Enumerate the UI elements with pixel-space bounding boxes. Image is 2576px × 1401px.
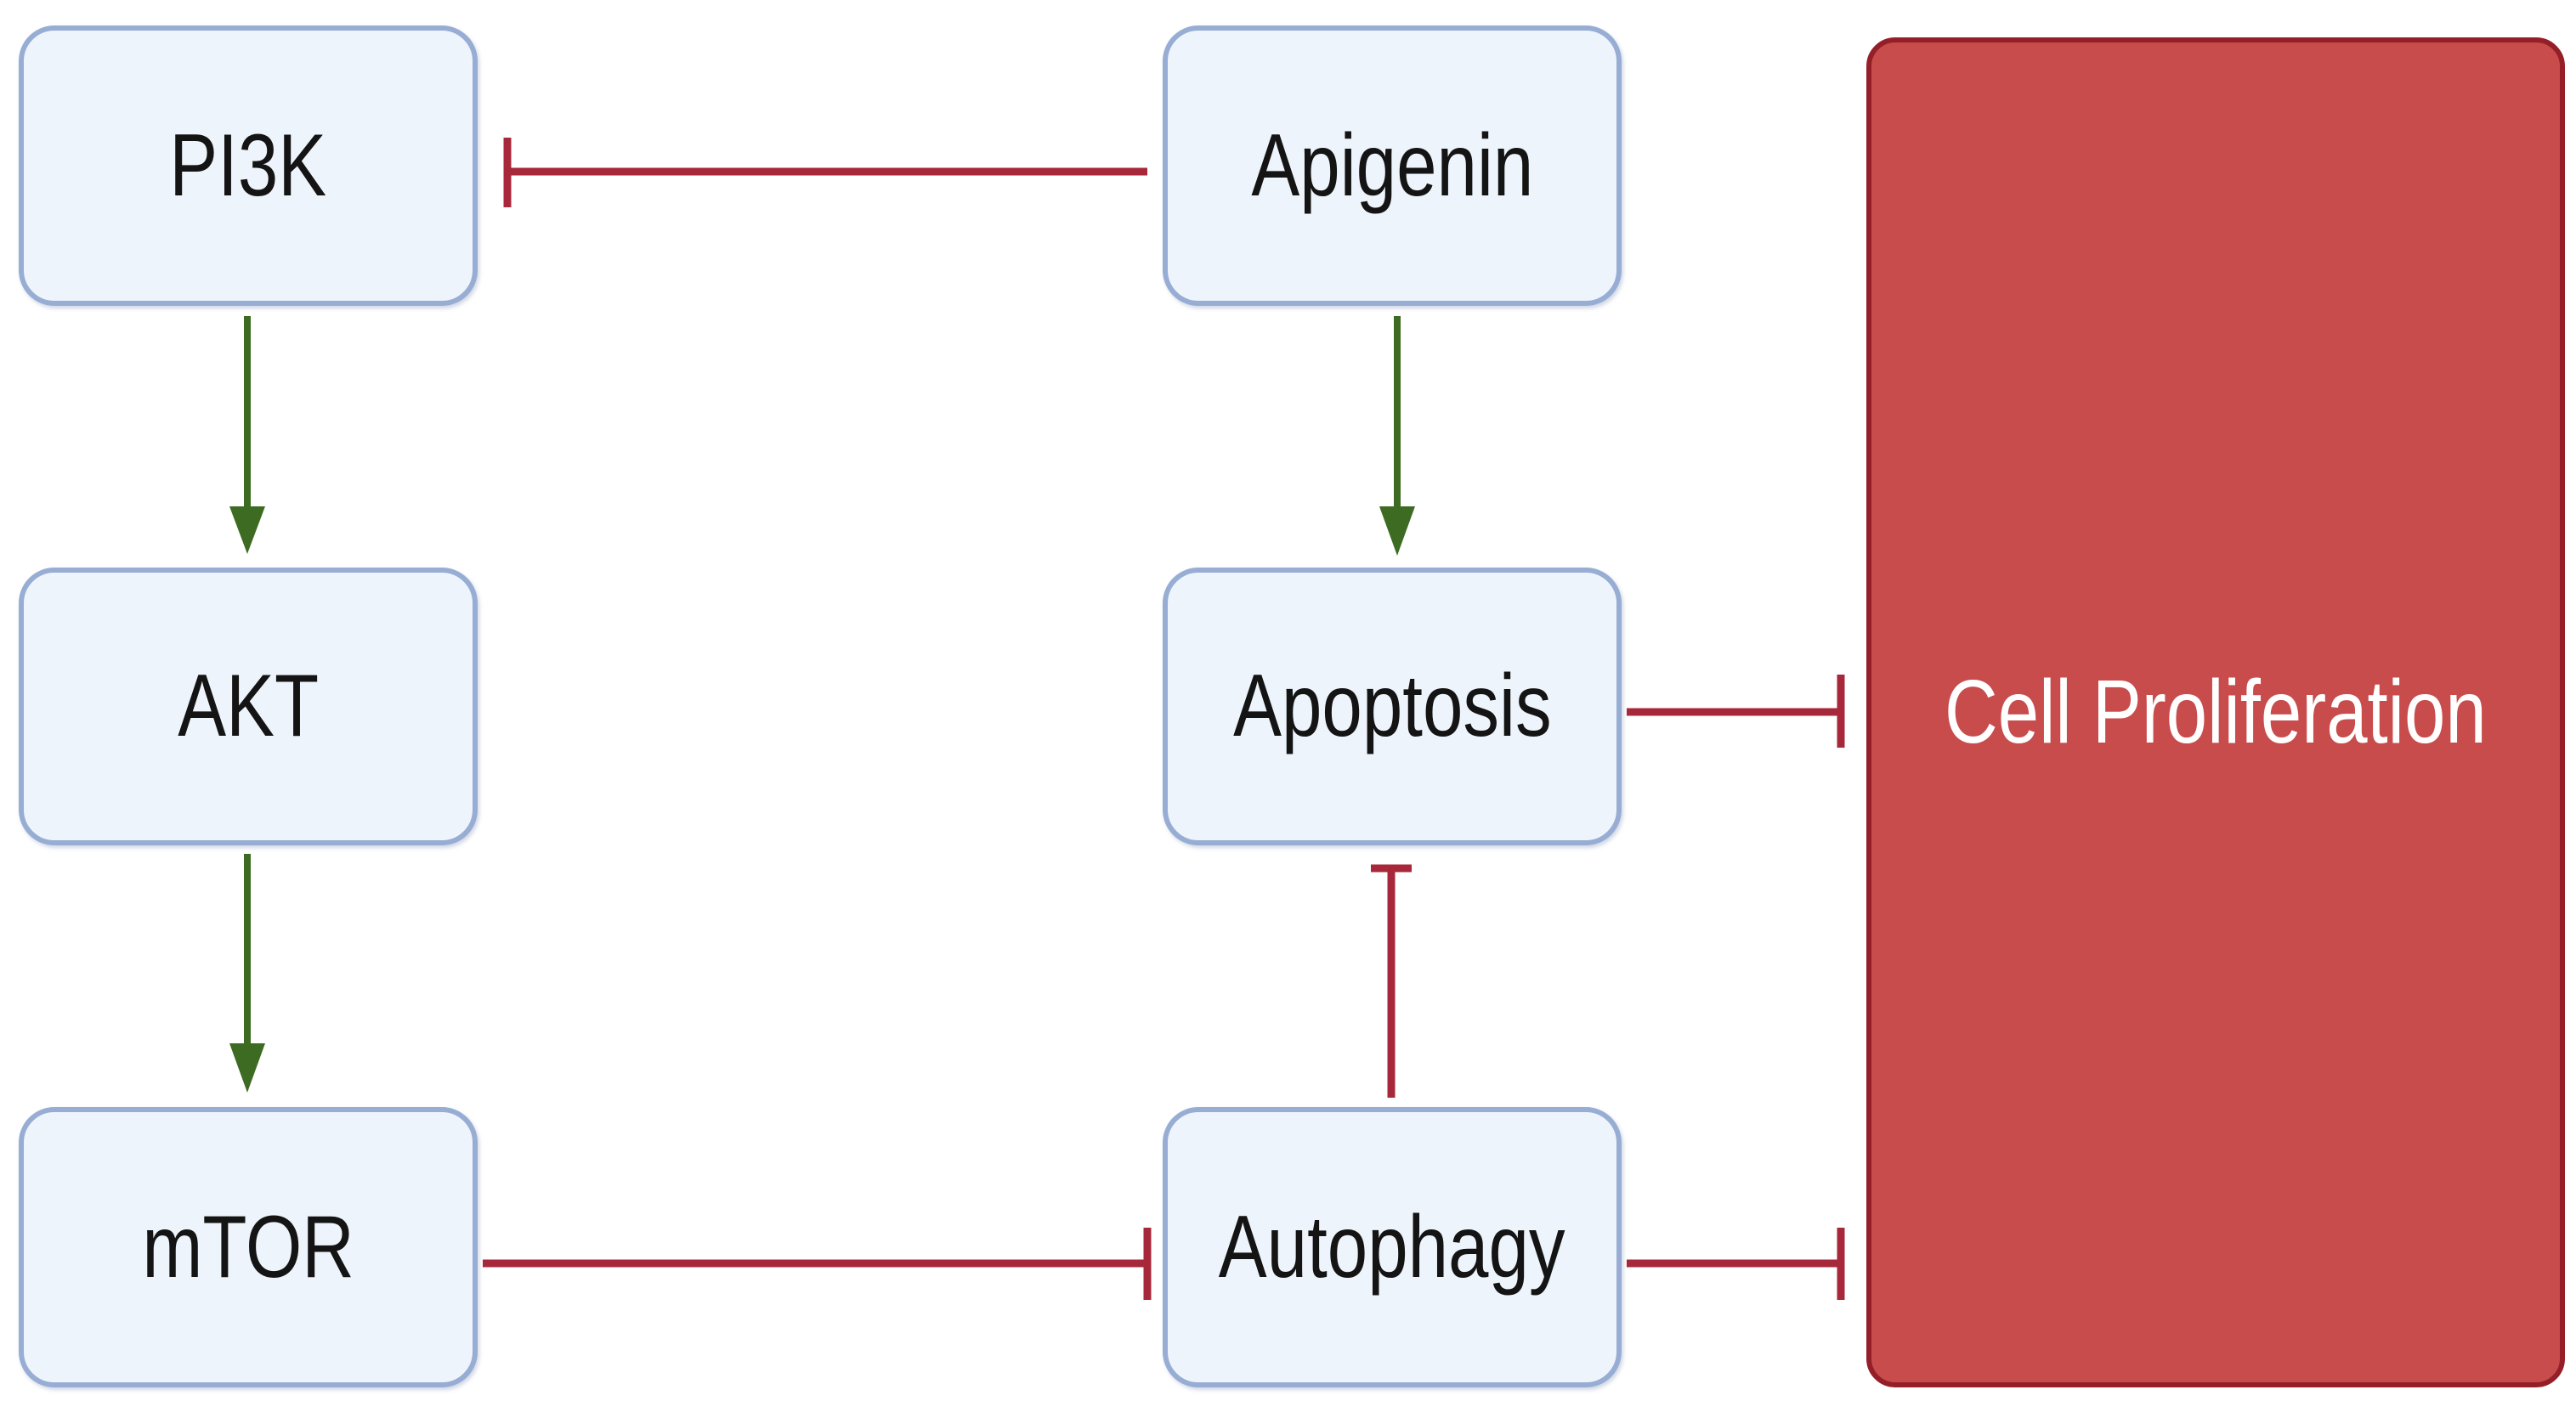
edge-apigenin-activates-apoptosis (1379, 316, 1415, 556)
edge-apigenin-inhibits-pi3k (503, 138, 1147, 207)
edge-autophagy-inhibits-apoptosis (1371, 864, 1412, 1098)
node-label: Apigenin (1251, 116, 1533, 215)
node-autophagy: Autophagy (1163, 1107, 1622, 1387)
node-label: Apoptosis (1232, 657, 1552, 755)
node-label: AKT (178, 657, 319, 755)
node-pi3k: PI3K (19, 25, 478, 306)
edge-pi3k-activates-akt (229, 316, 265, 554)
node-mtor: mTOR (19, 1107, 478, 1387)
edge-apoptosis-inhibits-cell-proliferation (1627, 675, 1845, 748)
node-label: Cell Proliferation (1945, 662, 2487, 762)
edge-mtor-inhibits-autophagy (483, 1228, 1152, 1300)
node-apoptosis: Apoptosis (1163, 568, 1622, 845)
activation-arrowhead (229, 506, 265, 554)
node-cell-proliferation: Cell Proliferation (1866, 37, 2565, 1387)
edge-akt-activates-mtor (229, 854, 265, 1093)
node-label: PI3K (169, 116, 327, 215)
activation-arrowhead (229, 1043, 265, 1093)
node-apigenin: Apigenin (1163, 25, 1622, 306)
activation-arrowhead (1379, 506, 1415, 556)
node-akt: AKT (19, 568, 478, 845)
edge-autophagy-inhibits-cell-proliferation (1627, 1228, 1845, 1300)
node-label: Autophagy (1219, 1197, 1565, 1296)
node-label: mTOR (142, 1197, 354, 1296)
